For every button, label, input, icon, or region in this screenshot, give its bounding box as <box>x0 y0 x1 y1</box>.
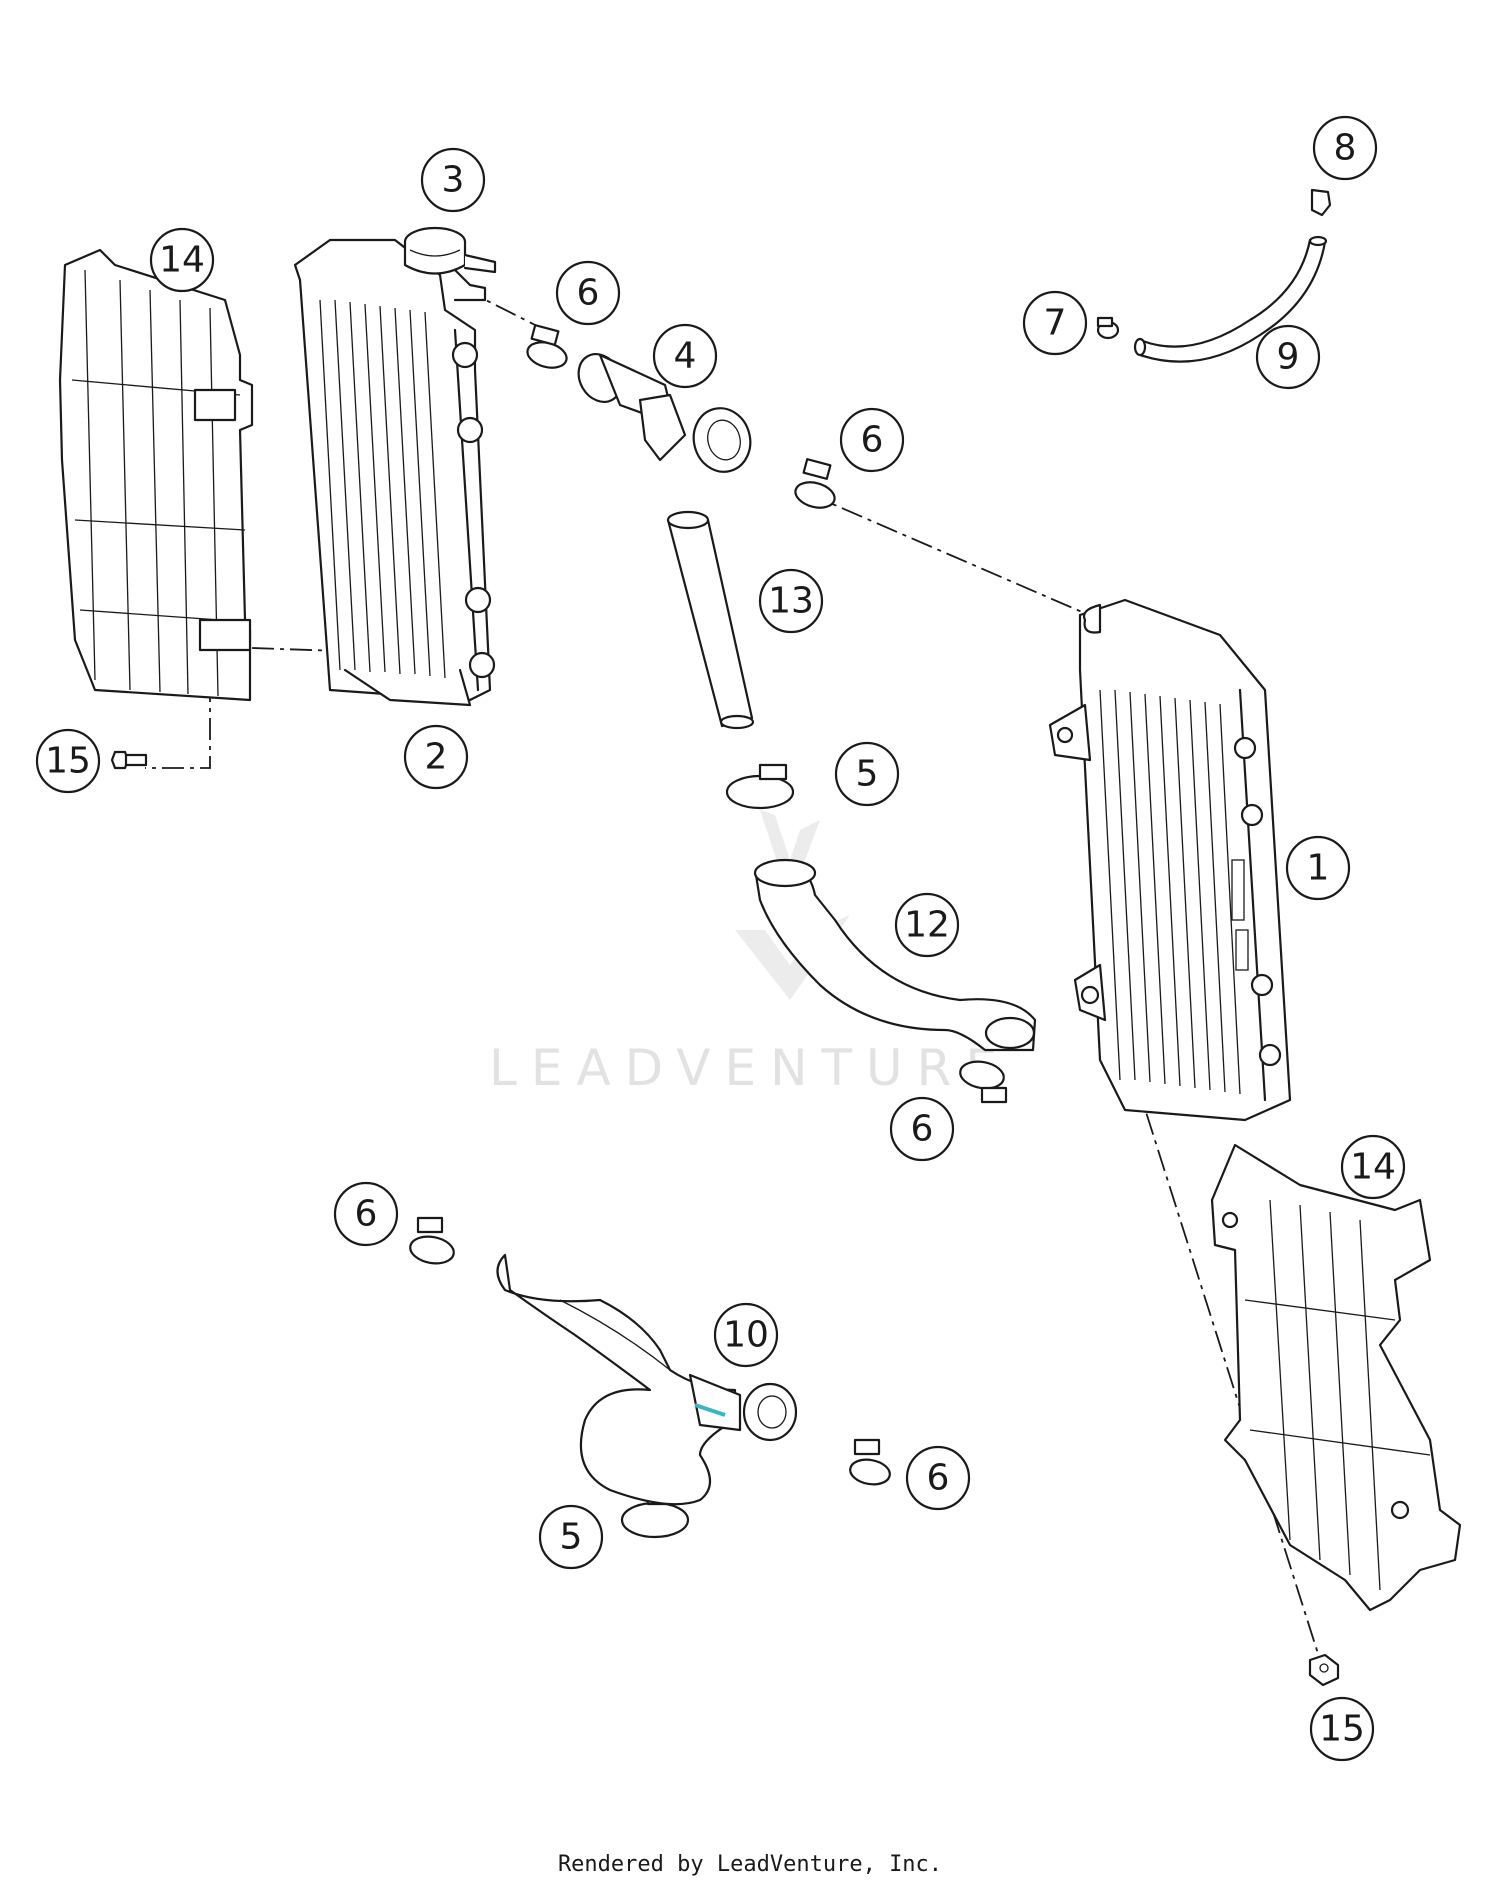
callout-6-bottom-right: 6 <box>905 1445 971 1511</box>
callout-label: 6 <box>355 1194 378 1235</box>
callout-label: 6 <box>861 420 884 461</box>
callout-label: 7 <box>1044 303 1067 344</box>
callout-label: 2 <box>425 737 448 778</box>
hose-clamp-6-bottom-left <box>409 1216 455 1265</box>
callout-label: 14 <box>159 240 205 281</box>
callout-label: 4 <box>674 336 697 377</box>
callout-label: 13 <box>768 581 814 622</box>
bolts <box>110 750 1340 1687</box>
callout-label: 14 <box>1350 1147 1396 1188</box>
callout-15-left: 15 <box>35 728 101 794</box>
callout-label: 6 <box>577 273 600 314</box>
hose-clamp-5-upper <box>725 763 795 810</box>
hose-clamp-6-middle <box>794 458 836 509</box>
callout-6-lower-middle: 6 <box>889 1096 955 1162</box>
small-clamp-7 <box>1096 316 1120 340</box>
radiator-shroud-right <box>1210 1143 1462 1612</box>
callout-7: 7 <box>1022 290 1088 356</box>
breather-hose-9 <box>1133 235 1328 363</box>
radiator-left <box>293 238 496 707</box>
callout-label: 5 <box>856 754 879 795</box>
bolt-left <box>110 750 148 770</box>
callout-label: 5 <box>560 1517 583 1558</box>
hose-clamp-6-lower-middle <box>959 1060 1008 1104</box>
straight-hose <box>666 510 755 730</box>
hose-clamps <box>409 324 1008 1486</box>
callout-6-bottom-left: 6 <box>333 1181 399 1247</box>
callout-14-right: 14 <box>1340 1134 1406 1200</box>
callout-label: 15 <box>45 741 91 782</box>
callout-8: 8 <box>1312 115 1378 181</box>
callout-1: 1 <box>1285 835 1351 901</box>
callout-9: 9 <box>1255 324 1321 390</box>
callout-label: 9 <box>1277 337 1300 378</box>
callout-10: 10 <box>713 1302 779 1368</box>
callout-2: 2 <box>403 724 469 790</box>
callout-12: 12 <box>894 892 960 958</box>
callout-label: 12 <box>904 905 950 946</box>
callout-label: 6 <box>911 1109 934 1150</box>
callout-label: 3 <box>442 160 465 201</box>
radiator-right <box>1048 598 1292 1122</box>
callout-6-top-left: 6 <box>555 260 621 326</box>
callout-15-right: 15 <box>1309 1696 1375 1762</box>
callout-4: 4 <box>652 323 718 389</box>
callout-label: 8 <box>1334 128 1357 169</box>
molded-hose <box>496 1253 798 1506</box>
callout-13: 13 <box>758 568 824 634</box>
callout-label: 15 <box>1319 1709 1365 1750</box>
callout-label: 10 <box>723 1315 769 1356</box>
cap-8 <box>1310 188 1332 217</box>
callout-label: 1 <box>1307 848 1330 889</box>
callout-3: 3 <box>420 147 486 213</box>
hose-clamp-6-top-left <box>526 324 568 369</box>
nut-right <box>1308 1653 1340 1687</box>
radiator-cap <box>403 226 497 275</box>
watermark-text: LEADVENTURE <box>489 1039 1011 1097</box>
radiator-shroud-left <box>58 248 254 702</box>
callout-label: 6 <box>927 1458 950 1499</box>
hose-connector <box>577 353 752 473</box>
callout-5-lower: 5 <box>538 1504 604 1570</box>
callout-14-left: 14 <box>149 227 215 293</box>
breather-hose-assembly <box>1096 188 1332 363</box>
callout-6-middle: 6 <box>839 407 905 473</box>
bent-hose <box>753 858 1037 1052</box>
hose-clamp-6-bottom-right <box>849 1438 891 1486</box>
callout-5-upper: 5 <box>834 741 900 807</box>
credit-text: Rendered by LeadVenture, Inc. <box>557 1852 943 1877</box>
